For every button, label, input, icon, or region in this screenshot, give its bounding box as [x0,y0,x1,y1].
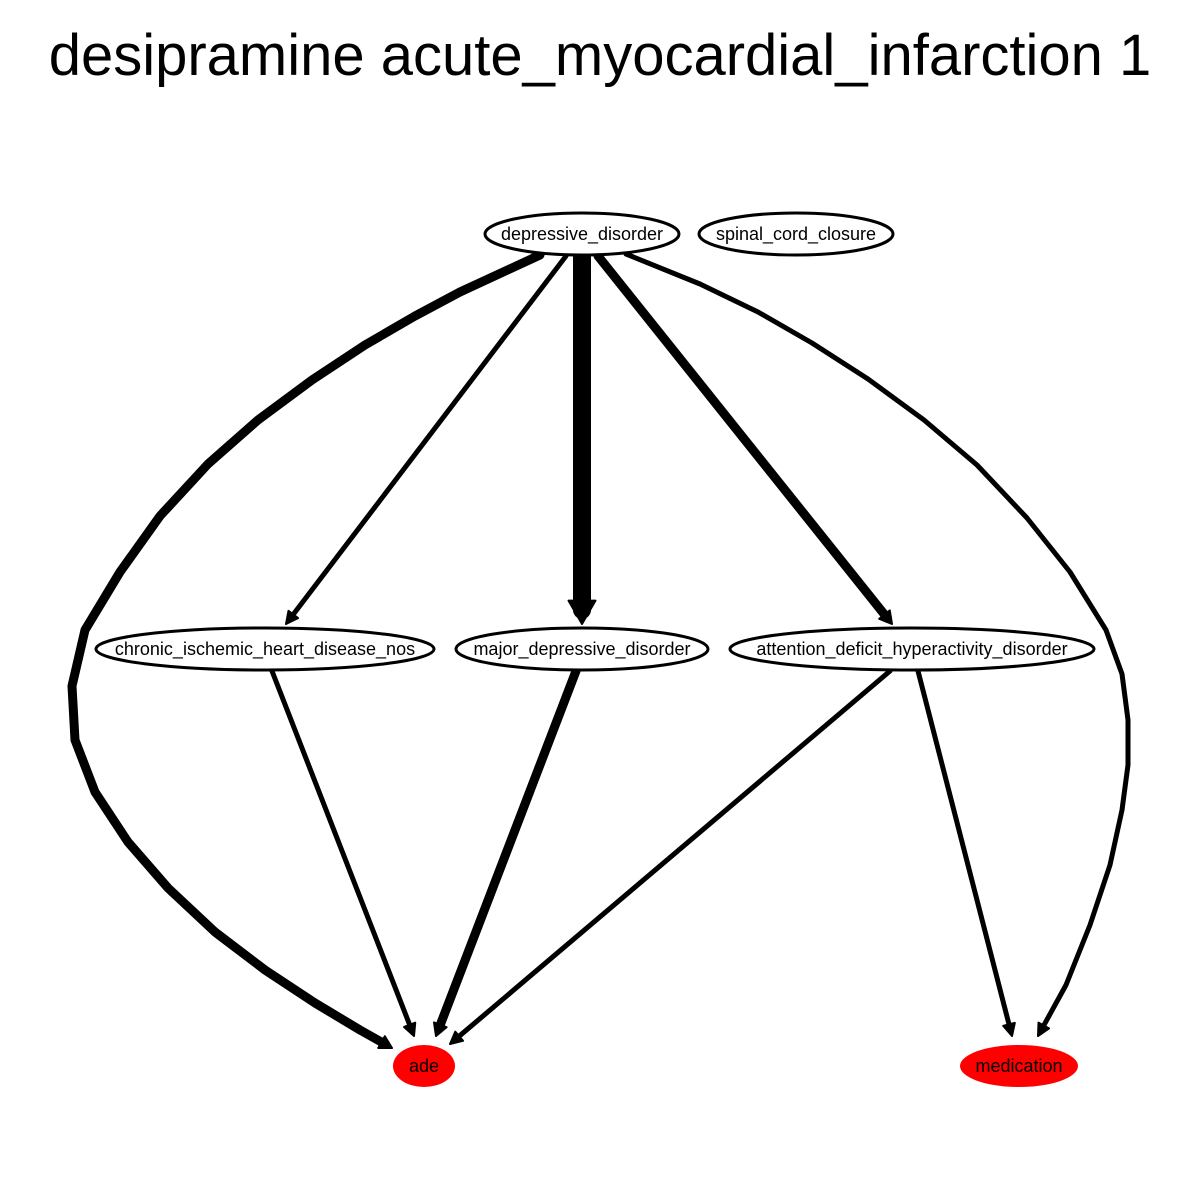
arrowhead [878,609,893,625]
arrowhead [285,609,300,625]
arrowhead [1037,1021,1051,1037]
arrowhead [432,1021,448,1037]
node-label: attention_deficit_hyperactivity_disorder [756,639,1067,660]
node-attention_deficit_hyperactivity_disorder: attention_deficit_hyperactivity_disorder [728,626,1096,672]
arrowhead [403,1021,417,1037]
node-label: major_depressive_disorder [473,639,690,660]
edge-chronic_ischemic_heart_disease_nos-to-ade [269,668,417,1037]
edges-layer [67,247,1131,1049]
edge-depressive_disorder-to-attention_deficit_hyperactivity_disorder [593,251,893,625]
node-label: spinal_cord_closure [716,224,876,245]
diagram-title: desipramine acute_myocardial_infarction … [48,23,1152,88]
node-chronic_ischemic_heart_disease_nos: chronic_ischemic_heart_disease_nos [94,626,436,672]
node-label: depressive_disorder [501,224,663,245]
edge-attention_deficit_hyperactivity_disorder-to-ade [449,668,893,1045]
edge-line [67,250,545,1049]
arrowhead [1002,1021,1016,1037]
node-label: medication [975,1056,1062,1076]
node-shape [728,626,1096,672]
arrowhead [377,1035,393,1049]
node-medication: medication [960,1045,1078,1087]
edge-line [434,666,581,1034]
node-shape [454,626,710,672]
node-label: chronic_ischemic_heart_disease_nos [115,639,415,660]
node-shape [483,211,681,257]
node-label: ade [409,1056,439,1076]
node-major_depressive_disorder: major_depressive_disorder [454,626,710,672]
edge-line [452,668,893,1042]
edge-depressive_disorder-to-chronic_ischemic_heart_disease_nos [285,253,569,625]
edge-depressive_disorder-to-major_depressive_disorder [567,247,597,625]
edge-line [623,251,1131,1033]
node-spinal_cord_closure: spinal_cord_closure [697,211,895,257]
edge-line [269,668,414,1032]
edge-line [593,251,893,623]
node-shape [697,211,895,257]
edge-line [915,668,1013,1032]
edge-attention_deficit_hyperactivity_disorder-to-medication [915,668,1016,1037]
arrowhead [449,1030,465,1045]
edge-depressive_disorder-to-medication [623,251,1131,1037]
node-ade: ade [393,1045,455,1087]
edge-line [287,253,569,621]
arrowhead [567,599,597,625]
node-shape [94,626,436,672]
edge-depressive_disorder-to-ade [67,250,545,1049]
nodes-layer: depressive_disorder spinal_cord_closurech… [94,211,1096,1087]
node-shape [960,1045,1078,1087]
edge-major_depressive_disorder-to-ade [432,666,581,1037]
node-depressive_disorder: depressive_disorder [483,211,681,257]
node-shape [393,1045,455,1087]
